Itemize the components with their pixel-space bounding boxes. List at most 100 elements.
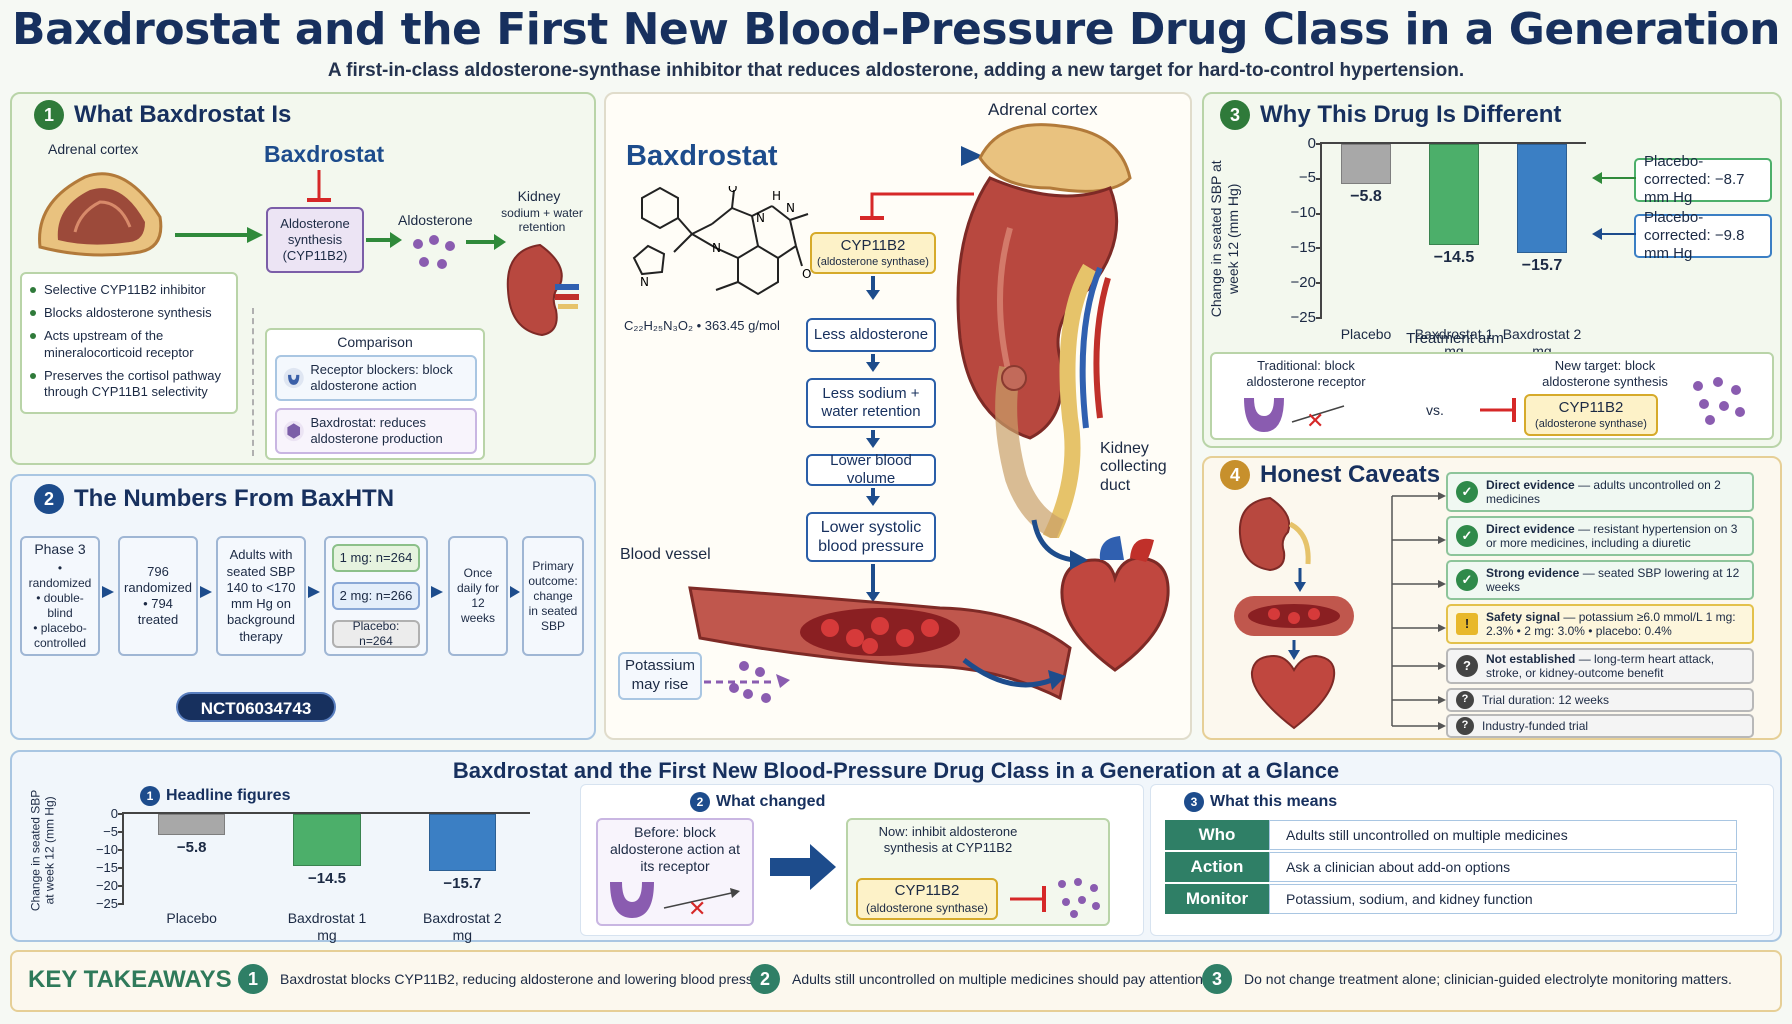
caveat-direct-evidence-2: ✓Direct evidence — adults uncontrolled o… <box>1446 472 1754 512</box>
arm-2mg: 2 mg: n=266 <box>332 582 420 610</box>
section3-number: 3 <box>1220 100 1250 130</box>
flow-line <box>871 276 875 292</box>
page-subtitle: A first-in-class aldosterone-synthase in… <box>327 60 1465 81</box>
caveat-not-established: ?Not established — long-term heart attac… <box>1446 648 1754 684</box>
randomized-box: 796 randomized • 794 treated <box>118 536 198 656</box>
kidney-label: Kidney <box>517 188 561 204</box>
caveat-strong-evidence: ✓Strong evidence — seated SBP lowering a… <box>1446 560 1754 600</box>
flow-arrow <box>866 362 880 372</box>
flow-arrow <box>866 438 880 448</box>
check-icon: ✓ <box>1456 569 1478 591</box>
caveats-illustration <box>1234 496 1354 730</box>
arrow-to-kidney <box>466 234 506 250</box>
y-tick-label: −15 <box>1290 239 1316 257</box>
y-tick-label: −25 <box>1290 308 1316 326</box>
flow-lower-blood-volume: Lower blood volume <box>806 452 936 487</box>
glance-inhibit <box>1010 886 1046 912</box>
receptor-block-icon: ✕ <box>1244 398 1345 434</box>
section2-heading: 2 The Numbers From BaxHTN <box>34 484 394 514</box>
svg-text:✕: ✕ <box>1306 409 1324 434</box>
sec3-enzyme-box: CYP11B2 (aldosterone synthase) <box>1524 394 1658 436</box>
svg-text:✕: ✕ <box>688 897 706 922</box>
category-label: Baxdrostat 2 mg <box>423 910 502 943</box>
kidney-duct-label: Kidney collecting duct <box>1100 440 1167 494</box>
section3-heading: 3 Why This Drug Is Different <box>1220 100 1561 130</box>
category-label: Baxdrostat 1 mg <box>287 910 367 943</box>
flow-lower-sbp: Lower systolic blood pressure <box>806 512 936 562</box>
bar-0 <box>157 814 226 835</box>
y-tick-label: −5 <box>1298 169 1316 187</box>
caveat-industry-funded: ?Industry-funded trial <box>1446 714 1754 738</box>
dosing-box: Once daily for 12 weeks <box>448 536 508 656</box>
section2-number: 2 <box>34 484 64 514</box>
comparison-receptor-blockers: Receptor blockers: block aldosterone act… <box>275 355 477 401</box>
bullet-item: Preserves the cortisol pathway through C… <box>30 368 228 402</box>
svg-text:O: O <box>802 267 811 281</box>
flow-arrow <box>866 290 880 300</box>
glance-enzyme-box: CYP11B2 (aldosterone synthase) <box>856 878 998 920</box>
section3-title: Why This Drug Is Different <box>1260 101 1562 128</box>
before-label: Before: block aldosterone action at its … <box>610 824 740 874</box>
y-tick-label: −5 <box>103 823 118 839</box>
before-receptor-icon: ✕ <box>610 882 740 922</box>
comparison-title: Comparison <box>337 334 413 350</box>
svg-text:N: N <box>712 241 721 255</box>
bar-1 <box>1429 144 1479 245</box>
y-tick-label: −10 <box>95 841 118 857</box>
bar-value-label: −14.5 <box>308 870 346 888</box>
flow-line <box>871 354 875 364</box>
y-tick-label: 0 <box>110 805 118 821</box>
y-tick-mark <box>1316 247 1322 250</box>
flow-arrow <box>866 496 880 506</box>
potassium-molecules <box>704 661 790 703</box>
kidney-sublabel: sodium + water retention <box>501 206 583 235</box>
question-icon: ? <box>1456 655 1478 677</box>
question-icon: ? <box>1456 717 1474 735</box>
flow-less-aldosterone: Less aldosterone <box>806 318 936 352</box>
check-icon: ✓ <box>1456 481 1478 503</box>
y-tick-label: −25 <box>95 895 118 911</box>
section4-number: 4 <box>1220 460 1250 490</box>
adrenal-gland-illustration <box>38 172 163 257</box>
center-enzyme-box: CYP11B2 (aldosterone synthase) <box>810 232 936 274</box>
center-inhibit-line <box>860 192 974 220</box>
mechanism-comparison <box>1210 352 1774 440</box>
nct-badge[interactable]: NCT06034743 <box>176 692 336 722</box>
phase3-box: Phase 3 • randomized • double-blind • pl… <box>20 536 100 656</box>
before-to-now-arrow <box>770 844 836 890</box>
vs-label: vs. <box>1426 402 1444 418</box>
placebo-corrected-arrows <box>1592 172 1636 240</box>
svg-text:H: H <box>772 189 781 203</box>
svg-text:N: N <box>786 201 795 215</box>
hexagon-enzyme-icon <box>283 420 304 442</box>
adrenal-label: Adrenal cortex <box>48 141 139 157</box>
caveat-safety-signal: !Safety signal — potassium ≥6.0 mmol/L 1… <box>1446 604 1754 644</box>
molecular-formula: C₂₂H₂₅N₃O₂ • 363.45 g/mol <box>624 318 780 333</box>
category-label: Placebo <box>1340 326 1392 342</box>
flow-arrows <box>102 586 520 598</box>
caveat-trial-duration: ?Trial duration: 12 weeks <box>1446 688 1754 712</box>
chart1-ylabel: Change in seated SBP at week 12 (mm Hg) <box>1208 160 1241 318</box>
bar-value-label: −15.7 <box>1521 257 1563 275</box>
bar-1 <box>293 814 361 867</box>
y-tick-mark <box>118 903 124 905</box>
bullet-item: Blocks aldosterone synthesis <box>30 305 228 322</box>
inhibit-icon <box>307 170 331 202</box>
svg-text:N: N <box>640 275 649 289</box>
flow-line <box>871 488 875 498</box>
bar-value-label: −5.8 <box>176 838 207 856</box>
y-tick-mark <box>118 867 124 869</box>
bullet-item: Acts upstream of the mineralocorticoid r… <box>30 328 228 362</box>
takeaways-title: KEY TAKEAWAYS <box>28 966 232 993</box>
aldosterone-label: Aldosterone <box>398 212 473 228</box>
placebo-corrected-1: Placebo-corrected: −8.7 mm Hg <box>1634 153 1772 206</box>
svg-text:O: O <box>728 186 737 195</box>
caveat-direct-evidence-3: ✓Direct evidence — resistant hypertensio… <box>1446 516 1754 556</box>
category-label: Placebo <box>166 910 217 926</box>
y-tick-mark <box>1316 282 1322 285</box>
